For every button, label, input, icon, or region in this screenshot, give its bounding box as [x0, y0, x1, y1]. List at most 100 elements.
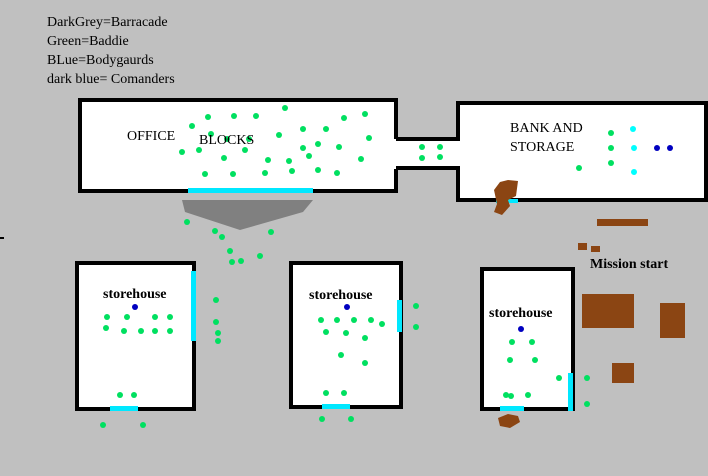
- baddie-marker: [242, 147, 248, 153]
- baddie-marker: [215, 338, 221, 344]
- baddie-marker: [341, 115, 347, 121]
- baddie-marker: [262, 170, 268, 176]
- baddie-marker: [227, 248, 233, 254]
- baddie-marker: [419, 144, 425, 150]
- storehouse-1-label: storehouse: [103, 287, 167, 302]
- baddie-marker: [213, 297, 219, 303]
- baddie-marker: [253, 113, 259, 119]
- baddie-marker: [437, 144, 443, 150]
- baddie-marker: [323, 329, 329, 335]
- baddie-marker: [608, 130, 614, 136]
- baddie-marker: [140, 422, 146, 428]
- baddie-marker: [608, 160, 614, 166]
- baddie-marker: [362, 335, 368, 341]
- baddie-marker: [208, 131, 214, 137]
- baddie-marker: [202, 171, 208, 177]
- baddie-marker: [104, 314, 110, 320]
- baddie-marker: [366, 135, 372, 141]
- baddie-marker: [196, 147, 202, 153]
- baddie-marker: [348, 416, 354, 422]
- baddie-marker: [323, 126, 329, 132]
- baddie-marker: [131, 392, 137, 398]
- baddie-marker: [509, 339, 515, 345]
- baddie-marker: [368, 317, 374, 323]
- baddie-marker: [358, 156, 364, 162]
- baddie-marker: [257, 253, 263, 259]
- bank-label-line-1: BANK AND: [510, 121, 583, 136]
- baddie-marker: [419, 155, 425, 161]
- baddie-marker: [219, 234, 225, 240]
- baddie-marker: [318, 317, 324, 323]
- baddie-marker: [306, 153, 312, 159]
- baddie-marker: [379, 321, 385, 327]
- baddie-marker: [525, 392, 531, 398]
- baddie-marker: [413, 324, 419, 330]
- baddie-marker: [205, 114, 211, 120]
- baddie-marker: [231, 113, 237, 119]
- baddie-marker: [343, 330, 349, 336]
- baddie-marker: [334, 170, 340, 176]
- baddie-marker: [117, 392, 123, 398]
- baddie-marker: [300, 126, 306, 132]
- commander-markers: [132, 145, 673, 332]
- commander-marker: [667, 145, 673, 151]
- baddie-marker: [276, 132, 282, 138]
- cover-crates: [494, 180, 685, 428]
- baddie-marker: [121, 328, 127, 334]
- baddie-marker: [124, 314, 130, 320]
- storehouse-3: [480, 267, 575, 411]
- baddie-marker: [507, 357, 513, 363]
- commander-marker: [518, 326, 524, 332]
- baddie-marker: [265, 157, 271, 163]
- baddie-marker: [179, 149, 185, 155]
- baddie-marker: [246, 136, 252, 142]
- baddie-marker: [238, 258, 244, 264]
- baddie-marker: [286, 158, 292, 164]
- baddie-marker: [532, 357, 538, 363]
- barricade: [182, 200, 313, 230]
- baddie-marker: [556, 375, 562, 381]
- bank-label: BANK AND STORAGE: [510, 119, 583, 157]
- baddie-marker: [100, 422, 106, 428]
- legend-bodyguards: BLue=Bodygaurds: [47, 53, 154, 68]
- baddie-marker: [184, 219, 190, 225]
- storehouse-3-label: storehouse: [489, 306, 553, 321]
- baddie-marker: [282, 105, 288, 111]
- baddie-marker: [413, 303, 419, 309]
- baddie-marker: [138, 328, 144, 334]
- baddie-marker: [268, 229, 274, 235]
- office-label: OFFICE: [127, 129, 176, 144]
- bodyguard-marker: [631, 145, 637, 151]
- blocks-label: BLOCKS: [199, 133, 255, 148]
- baddie-marker: [341, 390, 347, 396]
- baddie-marker: [503, 392, 509, 398]
- baddie-marker: [608, 145, 614, 151]
- legend-commanders: dark blue= Comanders: [47, 72, 175, 87]
- bodyguard-marker: [630, 126, 636, 132]
- baddie-marker: [362, 111, 368, 117]
- baddie-marker: [334, 317, 340, 323]
- storehouse-1: [75, 261, 196, 411]
- baddie-marker: [315, 167, 321, 173]
- baddie-marker: [212, 228, 218, 234]
- baddie-marker: [189, 123, 195, 129]
- commander-marker: [132, 304, 138, 310]
- baddie-marker: [289, 168, 295, 174]
- baddie-marker: [437, 154, 443, 160]
- baddie-marker: [323, 390, 329, 396]
- baddie-marker: [103, 325, 109, 331]
- bodyguard-marker: [631, 169, 637, 175]
- baddie-marker: [508, 393, 514, 399]
- baddie-marker: [300, 145, 306, 151]
- bodyguard-markers: [630, 126, 637, 175]
- baddie-marker: [152, 328, 158, 334]
- baddie-marker: [167, 328, 173, 334]
- baddie-marker: [584, 375, 590, 381]
- baddie-marker: [336, 144, 342, 150]
- baddie-marker: [224, 136, 230, 142]
- baddie-marker: [215, 330, 221, 336]
- baddie-marker: [362, 360, 368, 366]
- legend-baddie: Green=Baddie: [47, 34, 129, 49]
- commander-marker: [344, 304, 350, 310]
